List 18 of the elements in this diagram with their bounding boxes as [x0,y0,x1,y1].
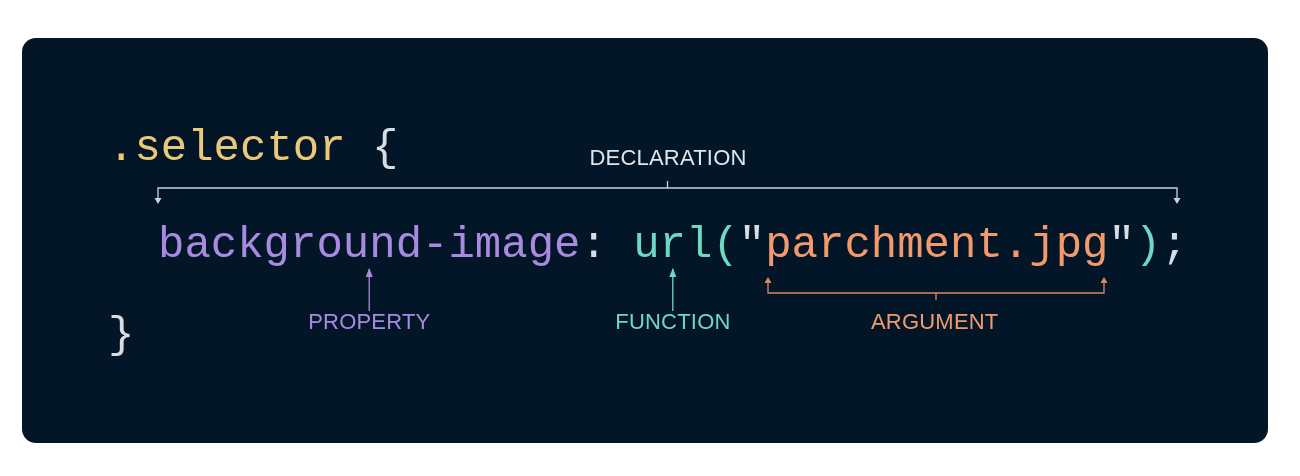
code-brace: } [108,313,135,357]
code-selector: .selector [108,126,346,170]
code-punctuation: : [580,223,607,267]
leader-arrow [365,268,373,312]
code-punctuation: " [1108,223,1135,267]
code-string: parchment.jpg [765,223,1109,267]
code-punctuation: ; [1161,223,1188,267]
code-function: url [633,223,713,267]
code-punctuation: ( [712,223,739,267]
caption-label: DECLARATION [589,147,747,169]
caption-label: FUNCTION [615,311,731,333]
caption-label: ARGUMENT [871,311,999,333]
code-punctuation: " [738,223,766,267]
code-property: background-image [158,223,581,267]
caption-label: PROPERTY [308,311,431,333]
code-brace: { [372,126,399,170]
code-punctuation: ) [1134,223,1162,267]
leader-arrow [669,268,677,312]
